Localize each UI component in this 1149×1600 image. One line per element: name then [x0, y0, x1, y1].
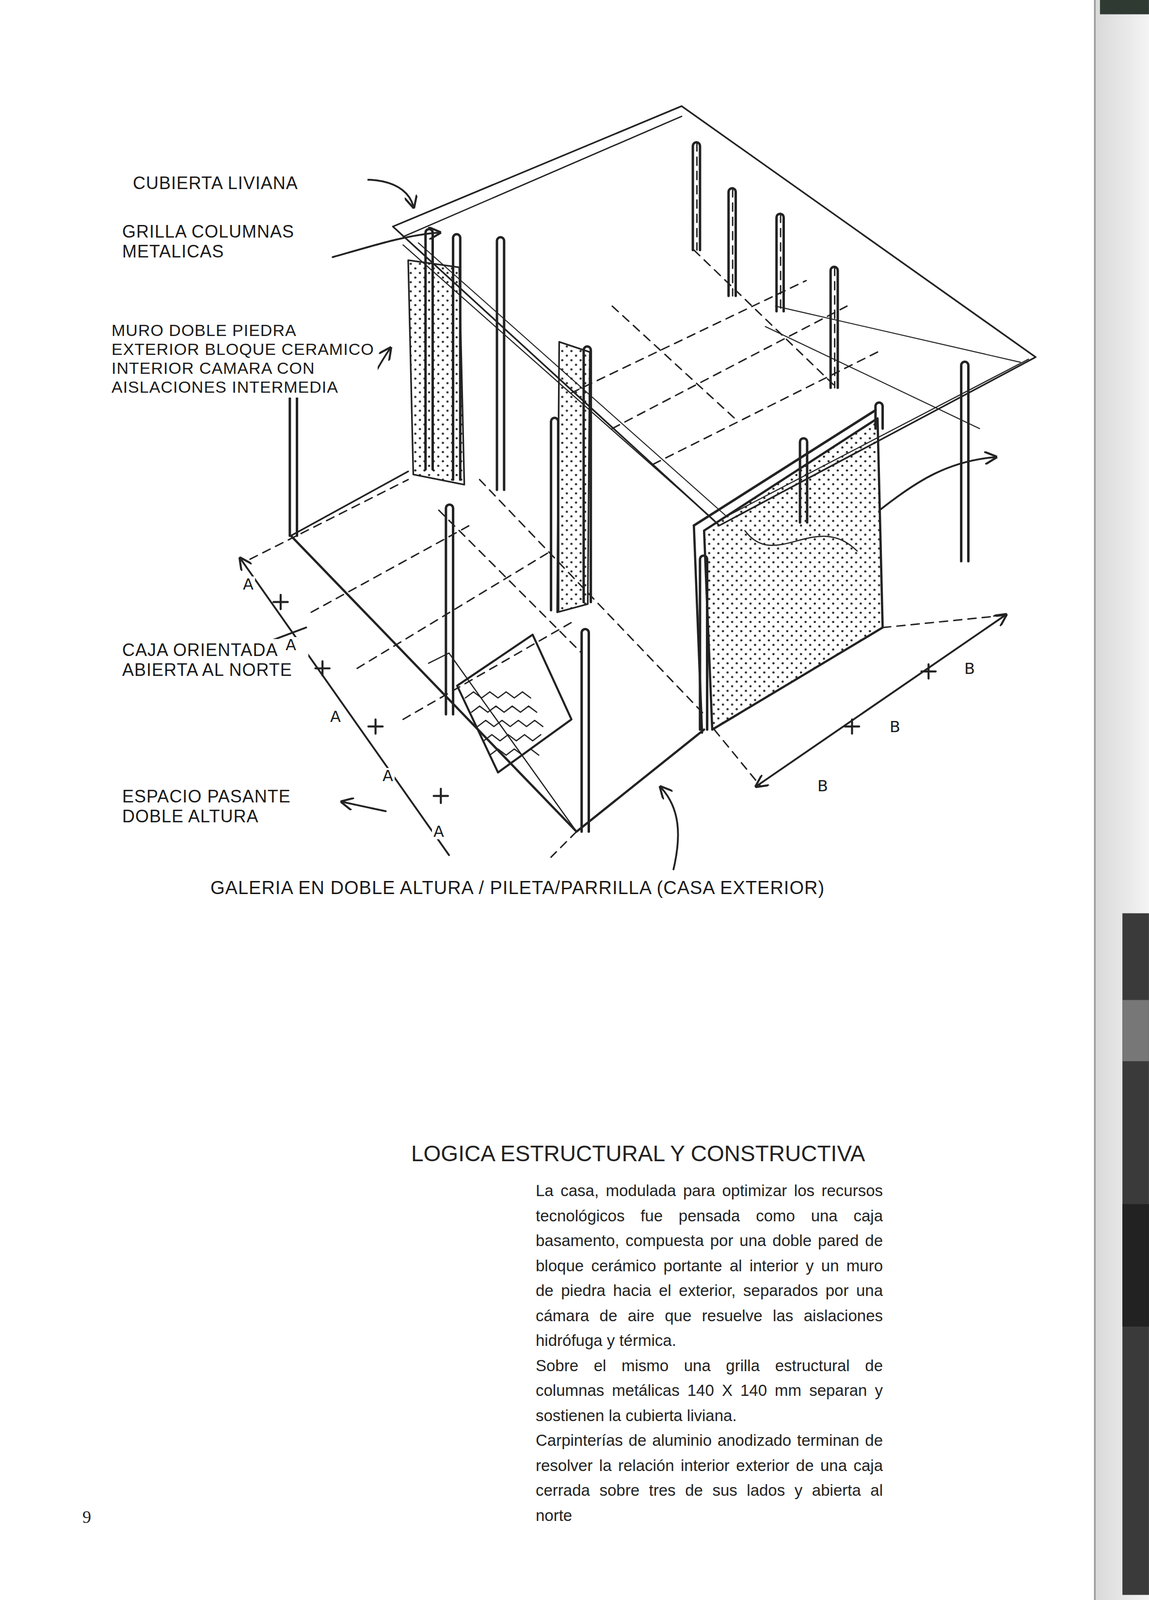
dimension-label: A: [328, 708, 343, 725]
dimension-label: B: [962, 660, 977, 677]
body-paragraph: Carpinterías de aluminio anodizado termi…: [535, 1427, 883, 1528]
callout-label: MURO DOBLE PIEDRA EXTERIOR BLOQUE CERAMI…: [109, 319, 378, 398]
body-paragraph: Sobre el mismo una grilla estructural de…: [535, 1353, 883, 1429]
section-title: LOGICA ESTRUCTURAL Y CONSTRUCTIVA: [411, 1140, 865, 1167]
body-text: La casa, modulada para optimizar los rec…: [535, 1178, 883, 1528]
page-number: 9: [82, 1506, 92, 1528]
callout-label: CUBIERTA LIVIANA: [130, 172, 368, 194]
dimension-label: A: [284, 637, 298, 653]
callout-label: CAJA ORIENTADA ABIERTA AL NORTE: [120, 638, 309, 682]
callout-label: ESPACIO PASANTE DOBLE ALTURA: [120, 785, 319, 828]
callout-label: GRILLA COLUMNAS METALICAS: [120, 220, 328, 263]
dimension-label: A: [431, 823, 446, 840]
dimension-label: A: [381, 767, 395, 784]
dimension-label: B: [888, 718, 902, 735]
callout-label: GALERIA EN DOBLE ALTURA / PILETA/PARRILL…: [208, 876, 827, 900]
dimension-label: B: [815, 778, 830, 794]
body-paragraph: La casa, modulada para optimizar los rec…: [535, 1178, 883, 1354]
dimension-label: A: [241, 576, 256, 592]
